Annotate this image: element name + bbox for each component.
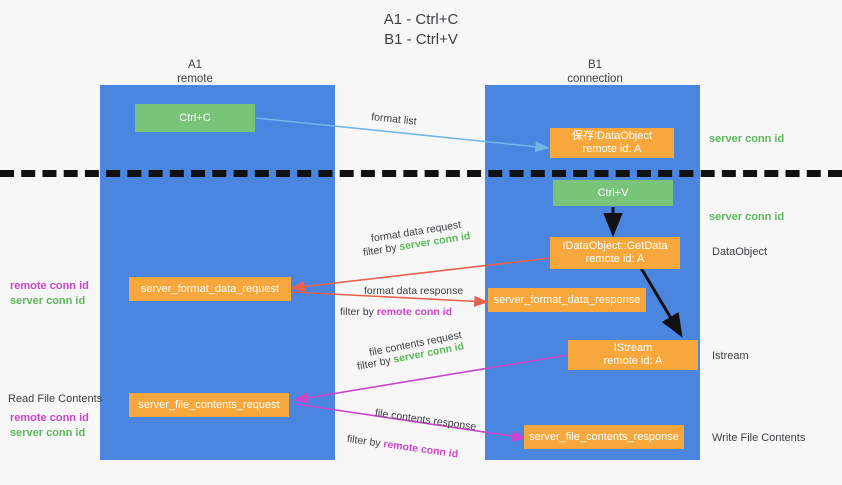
lane-header-b1: B1 connection — [525, 58, 665, 86]
box-idataobject-top-line1: 保存IDataObject — [571, 130, 653, 142]
box-ctrl-v[interactable]: Ctrl+V — [553, 180, 673, 206]
right-label-server-conn-id-1: server conn id — [709, 133, 785, 145]
title-line-1: A1 - Ctrl+C — [383, 11, 459, 28]
box-server-format-data-response-label: server_format_data_response — [493, 293, 641, 306]
left-label-read-file-contents: Read File Contents — [8, 393, 103, 405]
arrow-getdata-to-istream — [639, 267, 683, 338]
lane-header-a1: A1 remote — [125, 58, 265, 86]
arrow-file-contents-request — [293, 354, 569, 404]
label-fdresp-prefix: filter by — [340, 306, 377, 318]
arrow-file-contents-response — [294, 403, 527, 442]
box-server-format-data-request[interactable]: server_format_data_request — [129, 277, 291, 301]
right-label-server-conn-id-2: server conn id — [709, 211, 785, 223]
box-server-file-contents-request[interactable]: server_file_contents_request — [129, 393, 289, 417]
right-label-write-file-contents: Write File Contents — [712, 432, 806, 444]
separator-dashed-line — [0, 170, 842, 177]
lane-b1-name: B1 — [587, 59, 603, 71]
left-label-remote-conn-id-1: remote conn id — [10, 280, 89, 292]
box-ctrl-v-label: Ctrl+V — [597, 186, 629, 199]
box-server-file-contents-response[interactable]: server_file_contents_response — [524, 425, 684, 449]
box-server-file-contents-request-label: server_file_contents_request — [138, 398, 280, 411]
arrow-format-list — [255, 117, 550, 153]
box-idataobject-top[interactable]: 保存IDataObject remote id: A — [550, 128, 674, 158]
arrow-format-data-response — [291, 291, 489, 307]
lane-a1-name: A1 — [187, 59, 203, 71]
arrow-format-data-request — [290, 257, 552, 293]
box-ctrl-c[interactable]: Ctrl+C — [135, 104, 255, 132]
box-ctrl-c-label: Ctrl+C — [179, 111, 211, 124]
box-idataobject-top-line2: remote id: A — [582, 143, 642, 155]
box-istream-line2: remote id: A — [603, 355, 663, 367]
box-istream[interactable]: IStream remote id: A — [568, 340, 698, 370]
lane-b1-sub: connection — [567, 73, 623, 85]
left-label-remote-conn-id-2: remote conn id — [10, 412, 89, 424]
label-format-data-response-filter: filter by remote conn id — [340, 305, 452, 319]
lane-a1-sub: remote — [177, 73, 213, 85]
diagram-title: A1 - Ctrl+C B1 - Ctrl+V — [0, 10, 842, 50]
label-fdresp-value: remote conn id — [376, 306, 453, 318]
box-server-format-data-request-label: server_format_data_request — [140, 282, 280, 295]
box-getdata-line2: remote id: A — [585, 253, 645, 265]
label-format-data-response: format data response — [364, 285, 464, 297]
title-line-2: B1 - Ctrl+V — [384, 31, 458, 48]
box-istream-line1: IStream — [613, 342, 653, 354]
right-label-dataobject: DataObject — [712, 246, 768, 258]
box-idataobject-getdata[interactable]: IDataObject::GetData remote id: A — [550, 237, 680, 269]
left-label-server-conn-id-2: server conn id — [10, 427, 86, 439]
box-server-file-contents-response-label: server_file_contents_response — [529, 430, 679, 443]
box-getdata-line1: IDataObject::GetData — [562, 240, 668, 252]
right-label-istream: Istream — [712, 350, 749, 362]
left-label-server-conn-id-1: server conn id — [10, 295, 86, 307]
box-server-format-data-response[interactable]: server_format_data_response — [488, 288, 646, 312]
